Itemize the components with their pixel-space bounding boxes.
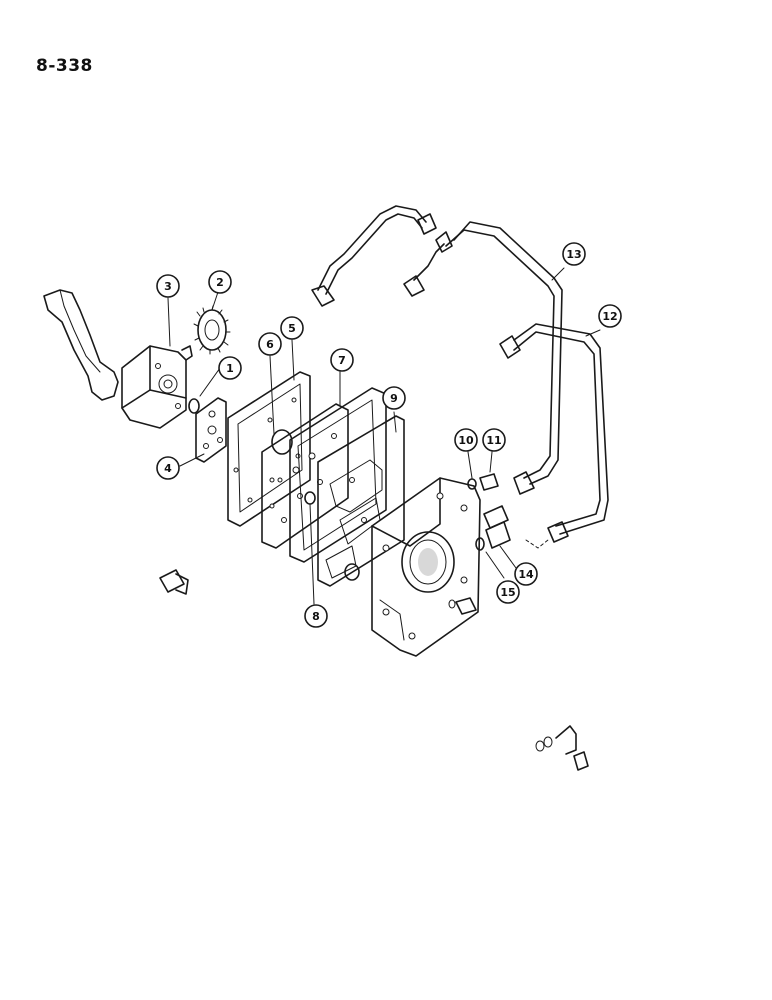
- tube-12: [499, 323, 609, 549]
- callout-4: 4: [156, 456, 180, 480]
- callout-9-label: 9: [390, 392, 398, 405]
- callout-6: 6: [258, 332, 282, 356]
- callout-4-label: 4: [164, 462, 172, 475]
- callout-2-label: 2: [216, 276, 224, 289]
- valve-plate: [317, 415, 405, 587]
- page-number: 8-338: [36, 56, 93, 76]
- callout-7-label: 7: [338, 354, 346, 367]
- callout-8: 8: [304, 604, 328, 628]
- callout-6-label: 6: [266, 338, 274, 351]
- callout-12-label: 12: [602, 310, 617, 323]
- callout-5: 5: [280, 316, 304, 340]
- callout-8-label: 8: [312, 610, 320, 623]
- o-ring-10: [467, 478, 477, 490]
- fitting-14: [483, 505, 511, 549]
- o-ring-8: [304, 491, 316, 505]
- callout-10-label: 10: [458, 434, 474, 447]
- callout-15: 15: [496, 580, 520, 604]
- callout-13-label: 13: [566, 248, 581, 261]
- callout-14-label: 14: [518, 568, 534, 581]
- fitting-lower: [448, 597, 477, 615]
- elbow-fitting-left: [159, 569, 189, 595]
- callout-10: 10: [454, 428, 478, 452]
- loose-fittings-lower-right: [535, 725, 589, 771]
- gasket-5: [227, 371, 311, 527]
- callout-9: 9: [382, 386, 406, 410]
- callout-5-label: 5: [288, 322, 296, 335]
- drive-gear: [193, 305, 231, 355]
- callout-13: 13: [562, 242, 586, 266]
- leader-lines: [167, 267, 601, 605]
- callout-11: 11: [482, 428, 506, 452]
- pump-bracket-arm: [43, 289, 119, 401]
- callout-11-label: 11: [486, 434, 501, 447]
- pump-plate: [195, 397, 227, 463]
- fitting-11: [479, 473, 499, 491]
- callout-3: 3: [156, 274, 180, 298]
- o-ring-valve: [344, 563, 360, 581]
- tube-upper: [311, 205, 445, 307]
- pump-housing: [121, 345, 193, 429]
- callout-7: 7: [330, 348, 354, 372]
- separator-plate: [261, 403, 349, 549]
- callout-1-label: 1: [226, 362, 234, 375]
- o-ring: [188, 398, 200, 414]
- callout-14: 14: [514, 562, 538, 586]
- o-ring-15: [475, 537, 485, 551]
- callout-3-label: 3: [164, 280, 172, 293]
- callout-2: 2: [208, 270, 232, 294]
- pump-body-cover: [371, 477, 481, 657]
- callout-12: 12: [598, 304, 622, 328]
- callout-1: 1: [218, 356, 242, 380]
- callout-15-label: 15: [500, 586, 515, 599]
- tube-13: [435, 221, 563, 495]
- gasket-7: [289, 387, 387, 563]
